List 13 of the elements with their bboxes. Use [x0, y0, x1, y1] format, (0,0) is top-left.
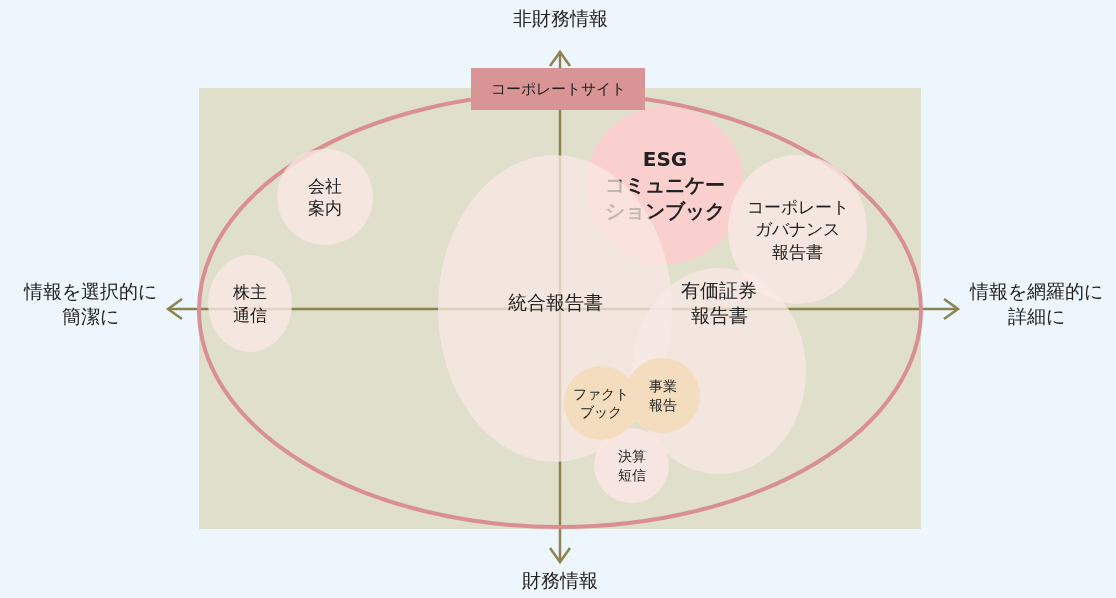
- bubble-label: 決算短信: [617, 447, 646, 484]
- title-tab: コーポレートサイト: [471, 68, 645, 110]
- axis-label: 非財務情報: [512, 6, 608, 31]
- bubble-label: コーポレートガバナンス報告書: [746, 196, 849, 263]
- bubble-label: 統合報告書: [507, 290, 603, 315]
- axis-label: 財務情報: [522, 568, 598, 593]
- bubble-label: 会社案内: [308, 174, 342, 220]
- axis-label: 情報を網羅的に詳細に: [969, 279, 1103, 329]
- bubble-label: 事業報告: [648, 377, 677, 414]
- bubble-label: 株主通信: [233, 281, 267, 326]
- bubble-label: ファクトブック: [573, 384, 629, 422]
- axis-label: 情報を選択的に簡潔に: [23, 279, 157, 329]
- bubble-label: 有価証券報告書: [681, 278, 757, 328]
